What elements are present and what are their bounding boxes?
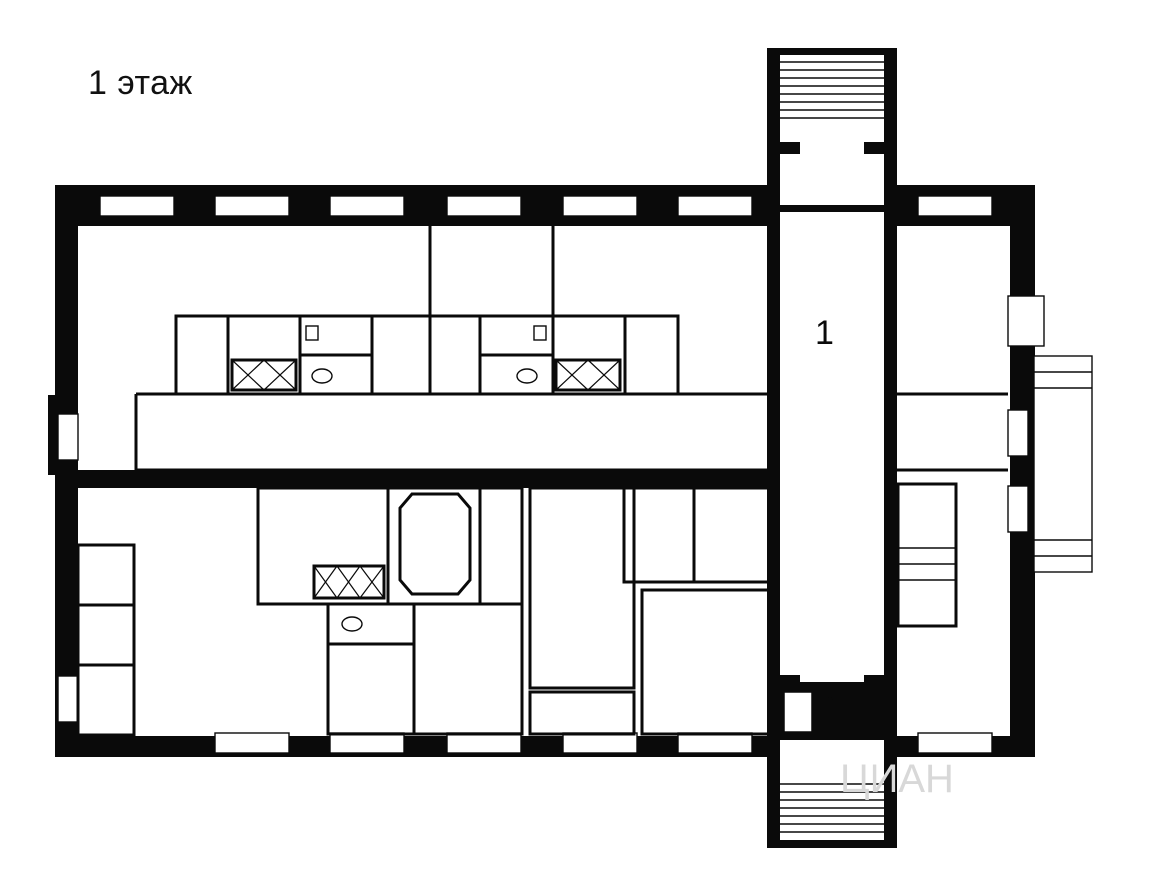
corridor — [78, 392, 773, 488]
upper-rooms — [174, 226, 680, 396]
watermark: ЦИАН — [840, 757, 954, 801]
stair-treads-icon — [780, 61, 884, 119]
sink-icon — [305, 325, 547, 341]
shaft-x-icon — [554, 358, 622, 392]
toilet-icon — [341, 616, 363, 632]
toilet-icon — [311, 368, 538, 384]
side-stair — [1033, 355, 1093, 573]
windows-left — [57, 413, 79, 723]
windows-bottom — [214, 732, 993, 754]
door-swing-icon — [813, 693, 853, 733]
windows-top — [99, 195, 993, 217]
floor-title: 1 этаж — [88, 64, 193, 102]
shaft-x-icon — [230, 358, 298, 392]
shaft-x-icon — [312, 564, 386, 600]
stair-label: 1 — [815, 314, 834, 352]
lower-rooms — [76, 482, 958, 737]
windows-right — [1007, 295, 1045, 533]
stair-treads-icon — [780, 783, 884, 833]
stair-tower: 1 — [767, 48, 897, 848]
right-wing — [890, 392, 1008, 626]
